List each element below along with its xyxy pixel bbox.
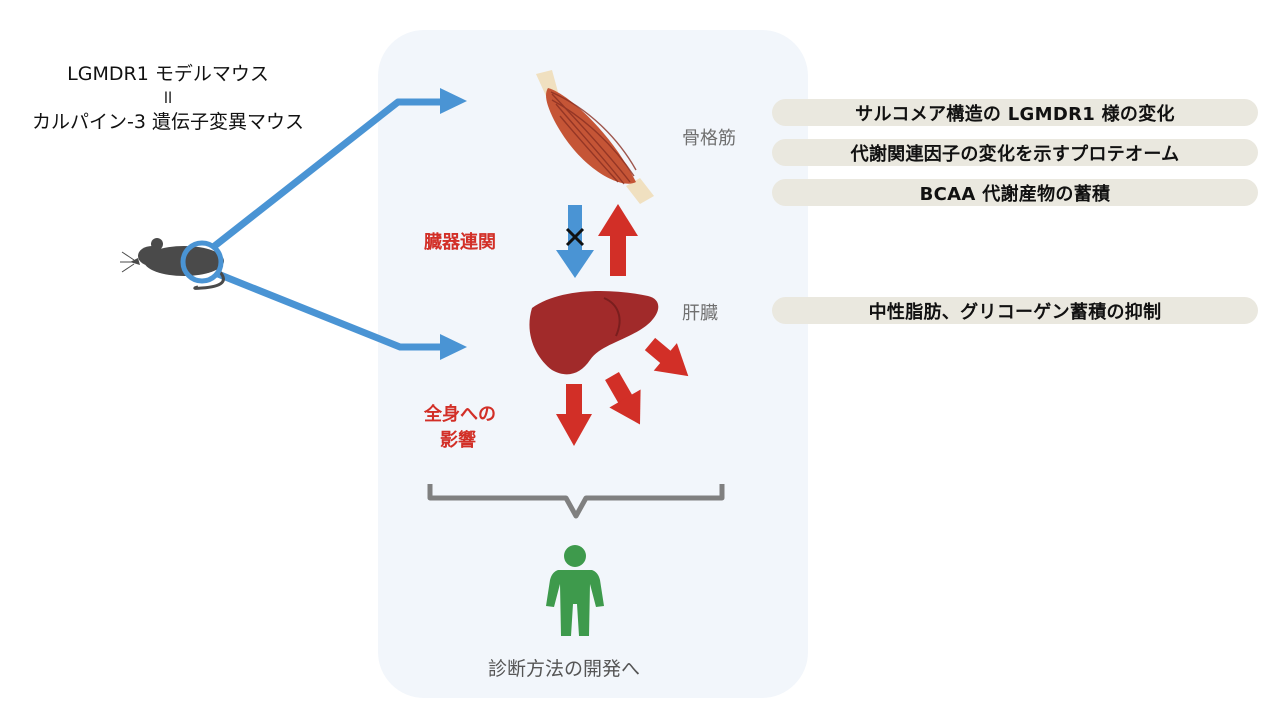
muscle-to-liver-blocked-arrow (556, 205, 594, 278)
blue-branch-arrows (209, 88, 467, 360)
muscle-label: 骨格筋 (682, 128, 736, 149)
interorgan-label: 臓器連関 (424, 232, 496, 253)
mouse-highlight-circle (180, 240, 224, 284)
systemic-label-line1: 全身への (424, 404, 496, 425)
close-icon (565, 227, 585, 247)
liver-icon (529, 291, 659, 375)
person-icon (546, 545, 604, 636)
liver-label: 肝臓 (682, 303, 718, 324)
muscle-finding-pill: 代謝関連因子の変化を示すプロテオーム (772, 139, 1258, 166)
mouse-label-line1: LGMDR1 モデルマウス (67, 63, 269, 85)
summary-brace (427, 484, 725, 519)
mouse-icon (120, 238, 225, 290)
outcome-label: 診断方法の開発へ (488, 658, 641, 680)
systemic-label-line2: 影響 (440, 430, 476, 451)
liver-to-muscle-arrow (598, 204, 638, 276)
equivalence-mark: ll (163, 89, 173, 107)
skeletal-muscle-icon (536, 70, 654, 204)
liver-finding-pill: 中性脂肪、グリコーゲン蓄積の抑制 (772, 297, 1258, 324)
mouse-label-line3: カルパイン-3 遺伝子変異マウス (32, 111, 304, 133)
systemic-effect-arrows (556, 337, 689, 446)
muscle-finding-pill: サルコメア構造の LGMDR1 様の変化 (772, 99, 1258, 126)
mouse-model-title: LGMDR1 モデルマウス ll カルパイン-3 遺伝子変異マウス (0, 62, 336, 134)
muscle-finding-pill: BCAA 代謝産物の蓄積 (772, 179, 1258, 206)
